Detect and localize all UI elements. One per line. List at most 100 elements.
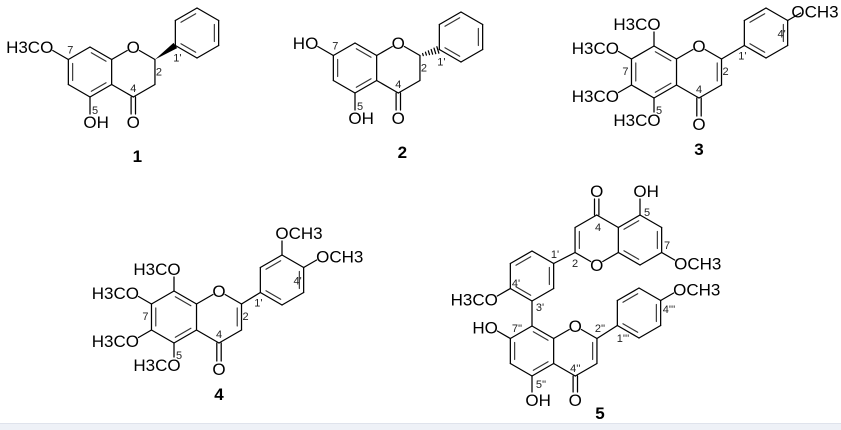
atom-label: H3CO — [451, 291, 498, 310]
bond — [531, 250, 555, 265]
position-number: 4' — [512, 278, 520, 290]
bond — [704, 48, 723, 60]
bond — [596, 214, 619, 229]
position-number: 7 — [332, 41, 338, 53]
atom-label: O — [212, 282, 225, 301]
atom-label: H3CO — [613, 15, 660, 34]
bond — [630, 84, 655, 99]
double-bond-line — [654, 82, 672, 93]
bond — [698, 84, 723, 99]
atom-label: OCH3 — [316, 248, 363, 267]
bond — [531, 362, 555, 377]
bond — [150, 290, 175, 305]
bond — [531, 287, 555, 302]
atom-label: H3CO — [133, 356, 180, 375]
bond — [137, 295, 153, 305]
atom-label: H3CO — [572, 39, 619, 58]
bond — [132, 83, 156, 98]
atom-label: O — [569, 391, 582, 410]
bond — [173, 329, 198, 344]
bond — [638, 287, 662, 302]
bond — [376, 45, 393, 57]
hash-bond-line — [433, 47, 437, 55]
bond — [617, 251, 641, 266]
compound-number: 5 — [595, 404, 604, 423]
bond — [67, 83, 91, 98]
position-number: 2 — [572, 258, 578, 270]
position-number: 5 — [357, 101, 363, 113]
atom-label: H3CO — [133, 260, 180, 279]
position-number: 5 — [644, 207, 650, 219]
bond — [138, 49, 156, 61]
bond — [460, 48, 484, 63]
position-number: 5 — [176, 350, 182, 362]
atom-label: H3CO — [6, 38, 53, 57]
double-bond-line — [355, 78, 372, 88]
double-bond-line — [444, 17, 461, 27]
atom-label: H3CO — [92, 284, 139, 303]
bond — [765, 44, 789, 59]
bond — [617, 50, 633, 60]
bond — [354, 79, 378, 94]
bond — [173, 290, 198, 305]
bond — [89, 46, 113, 61]
double-bond-line — [265, 290, 282, 300]
bond — [196, 44, 220, 59]
bond — [111, 49, 128, 61]
atom-label: O — [692, 115, 705, 134]
bond — [67, 46, 91, 61]
bond — [653, 45, 678, 60]
hash-bond-line — [436, 46, 440, 54]
bond — [580, 328, 598, 340]
bond — [332, 42, 356, 57]
bond — [281, 254, 305, 269]
bond — [52, 49, 69, 61]
hash-bond-line — [424, 51, 427, 56]
bond — [397, 79, 421, 94]
bond — [509, 287, 533, 302]
atom-label: OH — [633, 182, 659, 201]
bond — [196, 7, 220, 22]
bond — [403, 45, 421, 57]
compound-number: 2 — [398, 143, 407, 162]
bond — [240, 291, 261, 305]
position-number: 1''' — [617, 333, 629, 345]
double-bond-line — [174, 327, 192, 338]
bond — [675, 84, 700, 99]
atom-label: HO — [472, 319, 498, 338]
bond — [765, 7, 789, 22]
position-number: 5 — [656, 105, 662, 117]
bond — [617, 214, 641, 229]
atom-label: O — [590, 182, 603, 201]
bond — [317, 45, 334, 57]
double-bond-line — [749, 13, 766, 23]
position-number: 7 — [67, 45, 73, 57]
bond — [574, 251, 592, 263]
double-bond-line — [180, 43, 197, 53]
bond — [509, 325, 533, 340]
bond — [438, 11, 462, 26]
position-number: 2 — [421, 63, 427, 75]
atom-label: O — [212, 360, 225, 379]
bond — [376, 79, 399, 94]
double-bond-line — [265, 260, 282, 270]
bond — [137, 329, 153, 339]
position-number: 7'' — [512, 323, 522, 335]
position-number: 1' — [551, 249, 559, 261]
position-number: 4''' — [663, 304, 675, 316]
position-number: 4 — [130, 83, 136, 95]
double-bond-line — [622, 323, 639, 333]
hash-bond-line — [421, 52, 424, 57]
bond — [574, 362, 598, 377]
position-number: 7 — [142, 311, 148, 323]
double-bond-line — [654, 51, 672, 62]
position-number: 2 — [242, 311, 248, 323]
position-number: 4' — [294, 276, 302, 288]
double-bond-line — [532, 361, 549, 371]
position-number: 3' — [536, 302, 544, 314]
bond — [660, 292, 675, 302]
bond — [553, 362, 576, 377]
